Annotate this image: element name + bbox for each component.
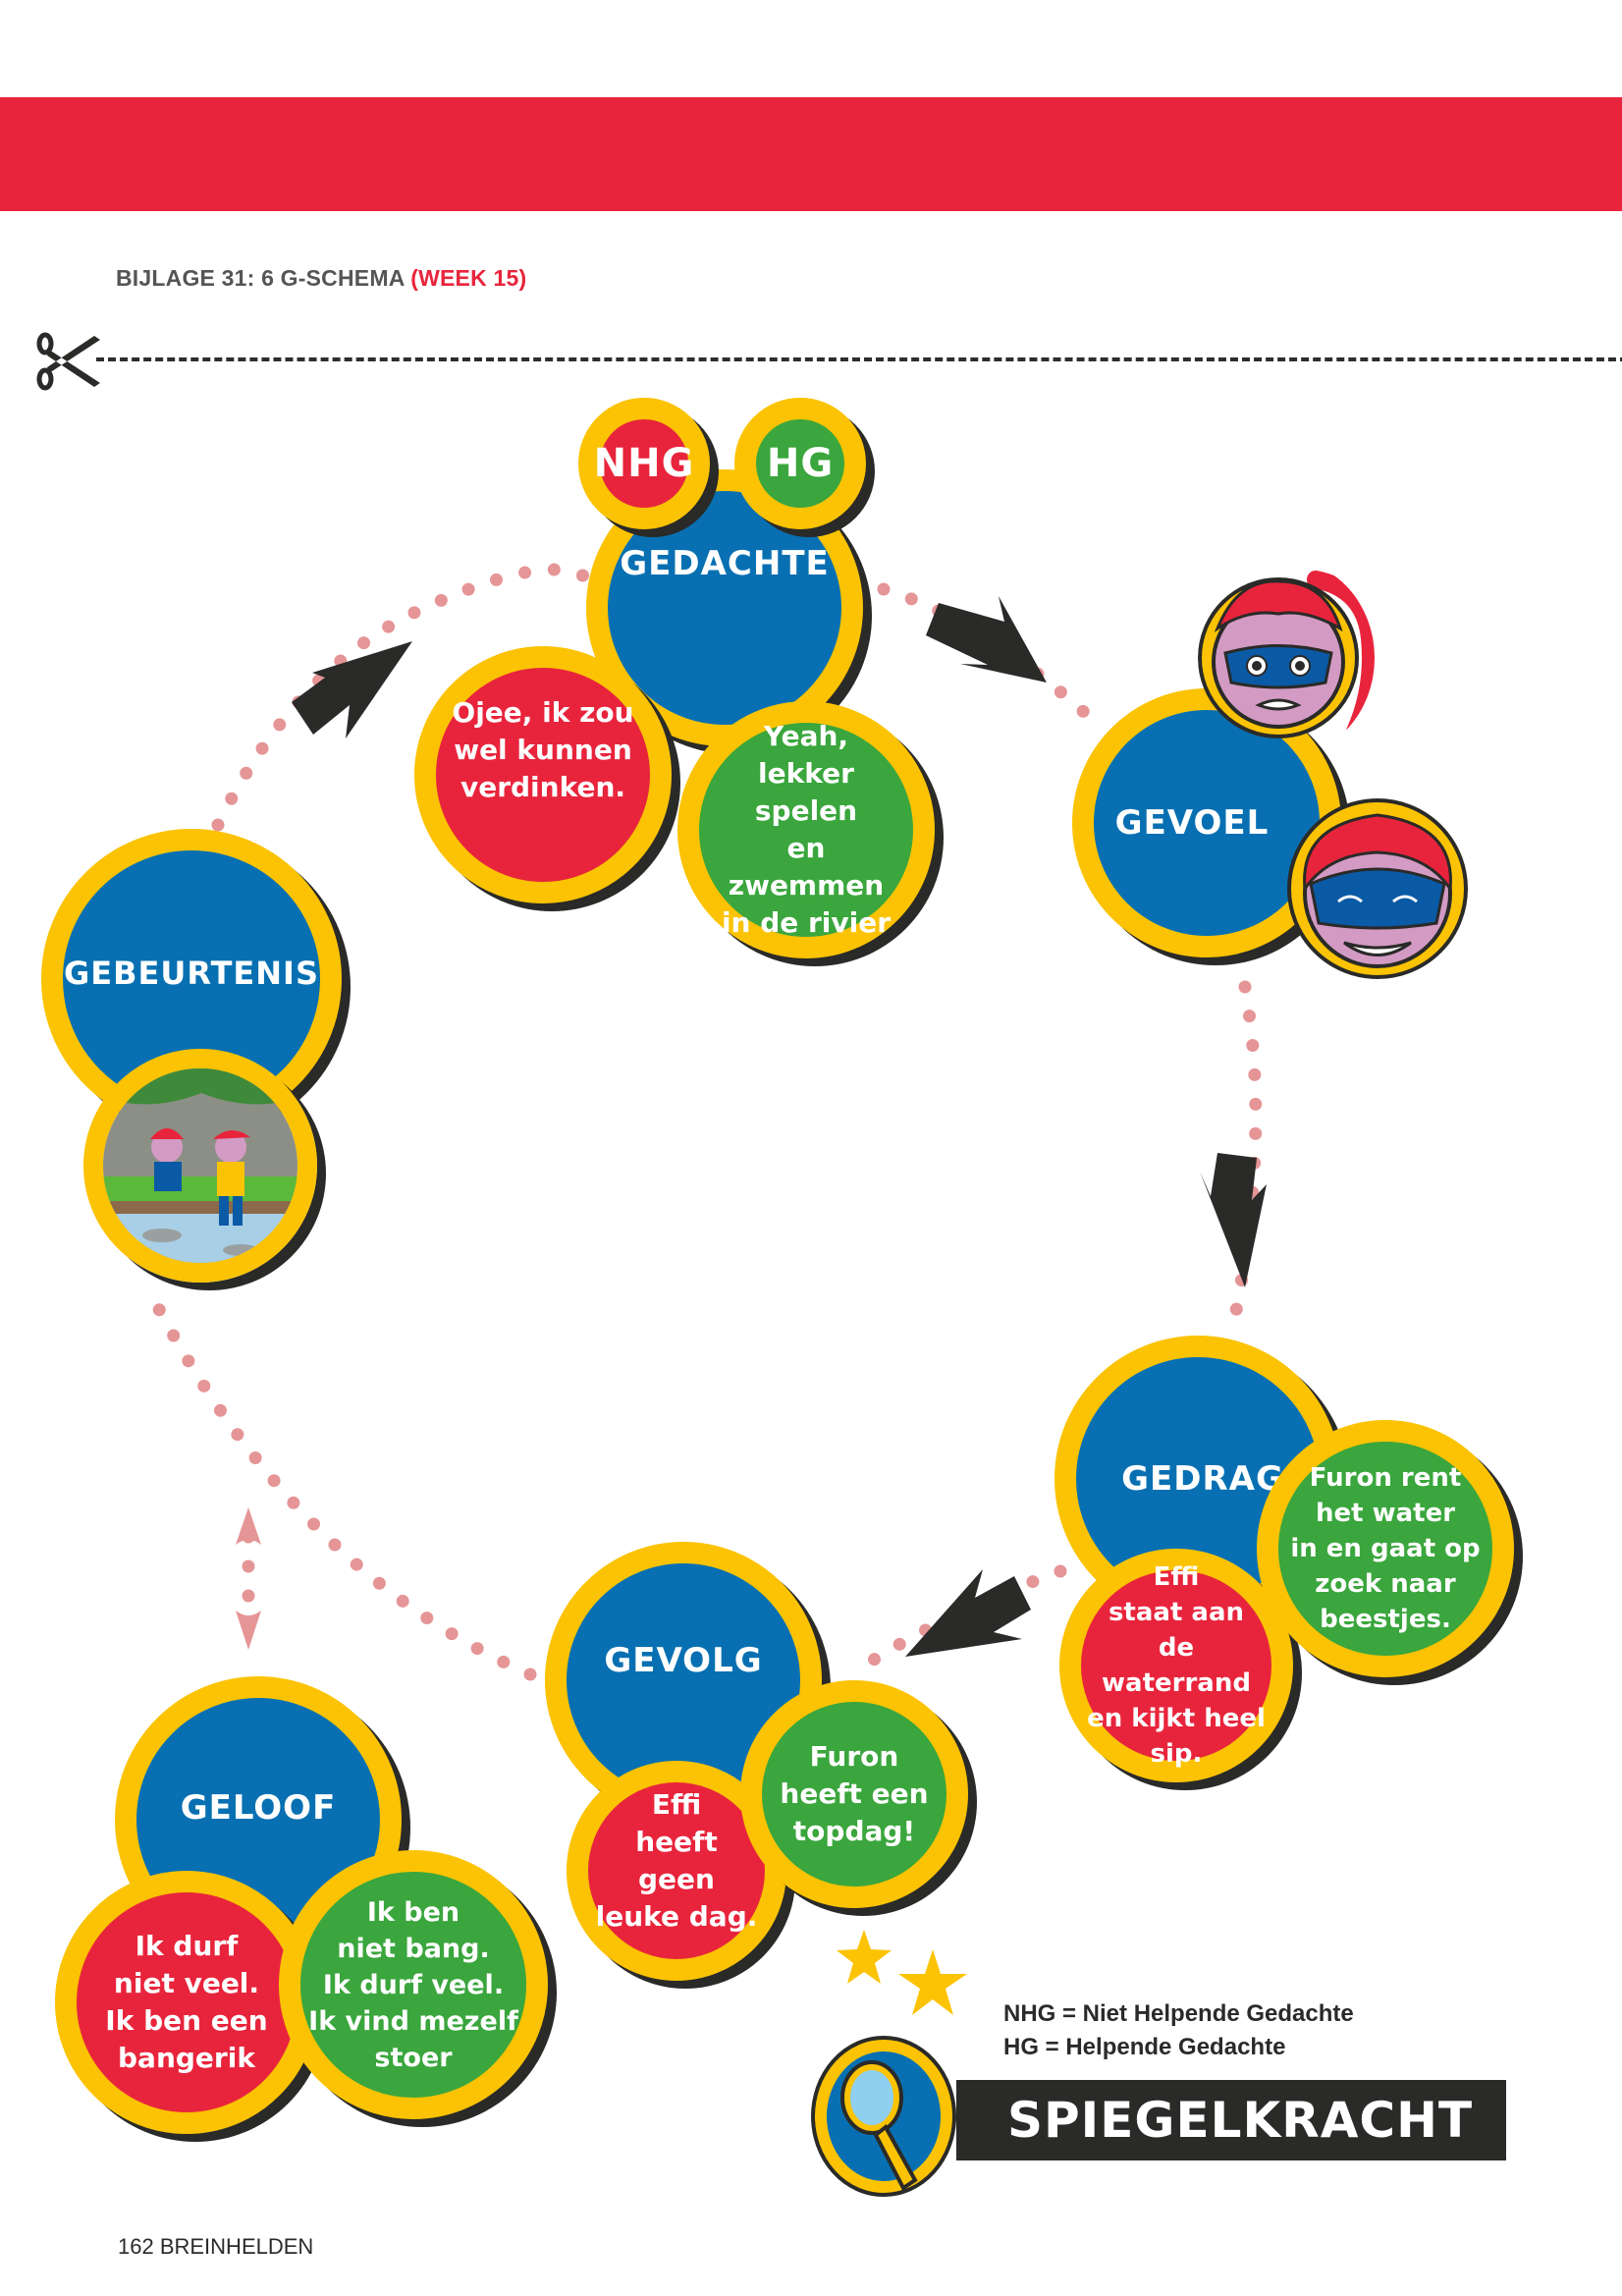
geloof-nhg-text: Ik durf niet veel. Ik ben een bangerik <box>105 1930 268 2074</box>
node-gevoel-label: GEVOEL <box>1114 803 1270 843</box>
gedrag-nhg-text: Effi staat aan de waterrand en kijkt hee… <box>1087 1562 1266 1769</box>
node-gevolg-label: GEVOLG <box>604 1641 763 1680</box>
badge-nhg: NHG <box>578 398 710 529</box>
dotted-path-gevoel-gedrag <box>1225 980 1263 1338</box>
gedachte-nhg-bubble: Ojee, ik zou wel kunnen verdinken. <box>414 646 672 903</box>
badge-nhg-label: NHG <box>593 441 695 486</box>
legend-hg: HG = Helpende Gedachte <box>1003 2034 1286 2060</box>
stars-icon <box>837 1930 967 2015</box>
happy-boy-face-icon <box>1287 798 1468 979</box>
geloof-nhg-bubble: Ik durf niet veel. Ik ben een bangerik <box>55 1871 318 2134</box>
geloof-hg-text: Ik ben niet bang. Ik durf veel. Ik vind … <box>308 1896 518 2073</box>
node-geloof-label: GELOOF <box>180 1788 337 1828</box>
gedrag-hg-text: Furon rent het water in en gaat op zoek … <box>1290 1463 1481 1634</box>
gevolg-hg-bubble: Furon heeft een topdag! <box>740 1680 968 1908</box>
gevolg-nhg-text: Effi heeft geen leuke dag. <box>595 1788 758 1933</box>
gedrag-hg-bubble: Furon rent het water in en gaat op zoek … <box>1257 1420 1514 1677</box>
geloof-hg-bubble: Ik ben niet bang. Ik durf veel. Ik vind … <box>279 1850 548 2119</box>
title-week: (WEEK 15) <box>410 265 527 291</box>
event-picture <box>83 1049 317 1283</box>
title-main: BIJLAGE 31: 6 G-SCHEMA <box>116 265 411 291</box>
scissors-icon <box>36 332 100 391</box>
arrow-up-icon <box>236 1507 261 1545</box>
gevolg-hg-text: Furon heeft een topdag! <box>780 1740 929 1847</box>
page-footer: 162 BREINHELDEN <box>118 2234 314 2259</box>
gedachte-hg-text: Yeah, lekker spelen en zwemmen in de riv… <box>721 720 892 939</box>
legend-nhg: NHG = Niet Helpende Gedachte <box>1003 2000 1354 2027</box>
badge-hg-label: HG <box>766 441 835 486</box>
gedachte-hg-bubble: Yeah, lekker spelen en zwemmen in de riv… <box>677 701 935 958</box>
node-gedachte-label: GEDACHTE <box>620 544 830 583</box>
dotted-path-gevolg-gebeurtenis <box>145 1289 537 1681</box>
brand-banner: SPIEGELKRACHT <box>956 2080 1506 2160</box>
badge-hg: HG <box>734 398 866 529</box>
page-title: BIJLAGE 31: 6 G-SCHEMA (WEEK 15) <box>116 265 526 292</box>
river-scene-icon <box>103 1068 297 1263</box>
brand-name: SPIEGELKRACHT <box>1007 2092 1474 2149</box>
arrow-to-gedrag-icon <box>1200 1153 1267 1287</box>
scared-girl-face-icon <box>1198 571 1375 740</box>
arrow-to-gedachte-icon <box>292 641 412 738</box>
gevolg-nhg-bubble: Effi heeft geen leuke dag. <box>567 1761 786 1981</box>
node-gedrag-label: GEDRAG <box>1121 1459 1284 1499</box>
arrow-to-gevolg-icon <box>905 1569 1031 1657</box>
dotted-path-gebeurtenis-gedachte <box>211 563 596 832</box>
gedachte-nhg-text: Ojee, ik zou wel kunnen verdinken. <box>452 696 634 803</box>
gedrag-nhg-bubble: Effi staat aan de waterrand en kijkt hee… <box>1059 1549 1293 1782</box>
arrow-down-icon <box>236 1611 261 1650</box>
node-gebeurtenis-label: GEBEURTENIS <box>64 955 319 992</box>
header-band <box>0 97 1622 211</box>
arrow-to-gevoel-icon <box>926 596 1047 683</box>
dotted-path-gedrag-gevolg <box>867 1564 1067 1667</box>
legend: NHG = Niet Helpende Gedachte HG = Helpen… <box>1003 1997 1354 2064</box>
cut-line <box>96 357 1622 361</box>
hand-mirror-icon <box>811 2036 956 2197</box>
